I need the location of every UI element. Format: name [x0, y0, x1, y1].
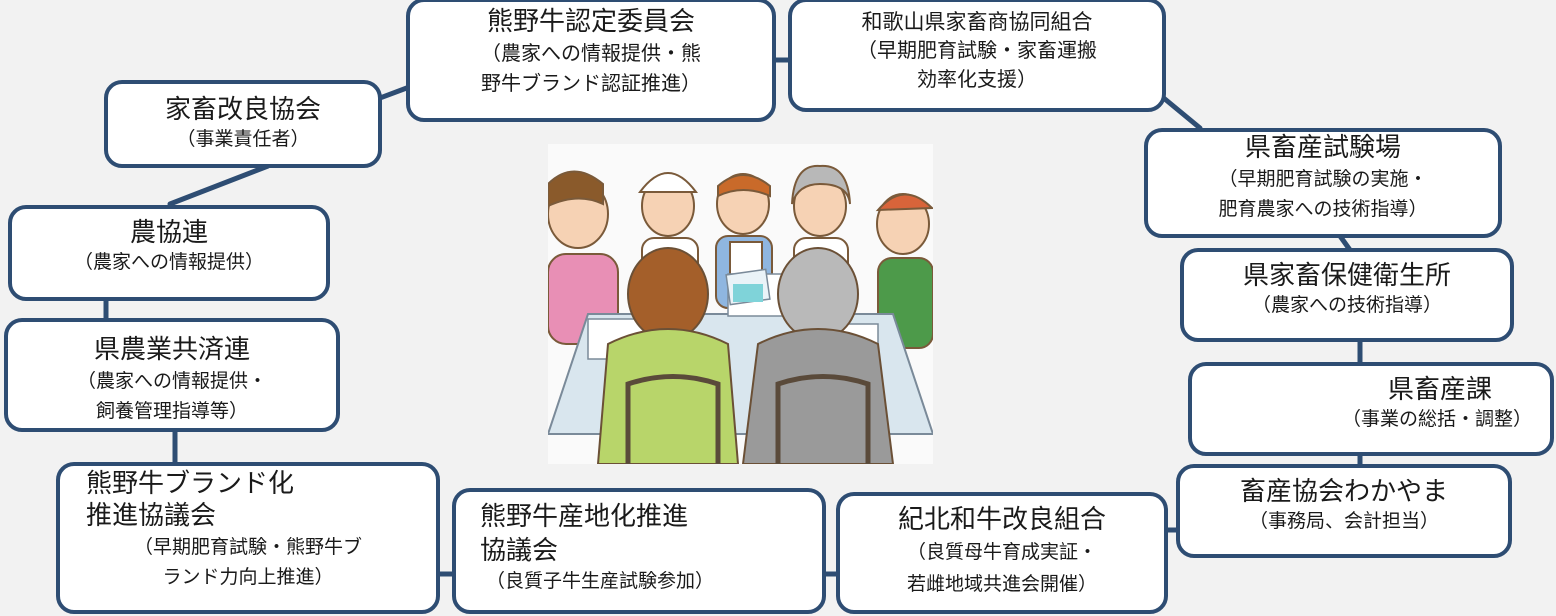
node-livestock-association-wakayama: 畜産協会わかやま （事務局、会計担当）: [1176, 464, 1512, 558]
node-title: 県畜産試験場: [1244, 133, 1401, 163]
node-title: 和歌山県家畜商協同組合: [861, 10, 1093, 34]
node-desc: （良質子牛生産試験参加）: [486, 570, 715, 592]
node-kumano-brand-council: 熊野牛ブランド化 推進協議会 （早期肥育試験・熊野牛ブ ランド力向上推進）: [56, 462, 440, 614]
node-prefectural-test-station: 県畜産試験場 （早期肥育試験の実施・ 肥育農家への技術指導）: [1144, 128, 1502, 238]
node-title: 紀北和牛改良組合: [897, 505, 1106, 535]
node-title: 熊野牛産地化推進 協議会: [480, 502, 689, 566]
node-kihoku-wagyu-union: 紀北和牛改良組合 （良質母牛育成実証・ 若雌地域共進会開催）: [836, 492, 1168, 614]
connector-line: [1157, 92, 1203, 131]
meeting-people-icon: [548, 144, 933, 464]
connector-line: [167, 163, 271, 207]
node-title: 県農業共済連: [93, 335, 250, 365]
node-agricultural-mutual-aid: 県農業共済連 （農家への情報提供・ 飼養管理指導等）: [4, 318, 340, 432]
node-title: 農協連: [129, 218, 208, 248]
node-desc: （良質母牛育成実証・ 若雌地域共進会開催）: [906, 541, 1097, 595]
node-desc: （早期肥育試験の実施・ 肥育農家への技術指導）: [1218, 168, 1428, 220]
node-livestock-improvement-association: 家畜改良協会 （事業責任者）: [104, 80, 382, 168]
node-desc: （事業責任者）: [176, 128, 310, 150]
node-title: 家畜改良協会: [164, 95, 321, 125]
connector-line: [1337, 233, 1353, 253]
node-noukyouren: 農協連 （農家への情報提供）: [8, 205, 330, 301]
node-livestock-health-center: 県家畜保健衛生所 （農家への技術指導）: [1180, 248, 1514, 342]
node-kumano-production-council: 熊野牛産地化推進 協議会 （良質子牛生産試験参加）: [452, 488, 826, 614]
node-wakayama-livestock-coop: 和歌山県家畜商協同組合 （早期肥育試験・家畜運搬 効率化支援）: [788, 0, 1166, 112]
node-title: 県家畜保健衛生所: [1242, 261, 1451, 291]
node-title: 畜産協会わかやま: [1239, 477, 1448, 507]
node-desc: （事業の総括・調整）: [1341, 408, 1532, 430]
node-desc: （農家への情報提供）: [73, 251, 264, 273]
node-desc: （農家への技術指導）: [1251, 294, 1442, 316]
node-desc: （農家への情報提供・ 飼養管理指導等）: [76, 370, 267, 422]
node-desc: （農家への情報提供・熊 野牛ブランド認証推進）: [481, 41, 701, 95]
node-desc: （早期肥育試験・熊野牛ブ ランド力向上推進）: [133, 536, 362, 588]
node-title: 熊野牛ブランド化 推進協議会: [86, 469, 295, 531]
node-title: 県畜産課: [1387, 375, 1492, 405]
node-kumano-certification-committee: 熊野牛認定委員会 （農家への情報提供・熊 野牛ブランド認証推進）: [406, 0, 776, 122]
node-title: 熊野牛認定委員会: [486, 7, 695, 37]
node-desc: （早期肥育試験・家畜運搬 効率化支援）: [857, 38, 1097, 91]
node-desc: （事務局、会計担当）: [1248, 510, 1439, 532]
node-prefectural-livestock-division: 県畜産課 （事業の総括・調整）: [1188, 362, 1554, 456]
